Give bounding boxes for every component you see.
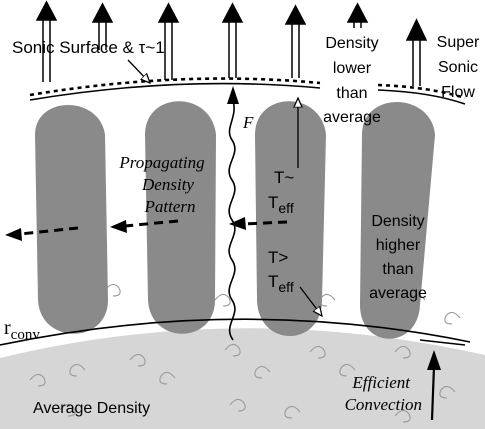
svg-text:lower: lower: [333, 60, 372, 77]
plume-2: [145, 101, 216, 334]
plume-4: [360, 101, 435, 339]
propagation-arrowheads: [5, 217, 246, 241]
t-approx-label: T~ Teff: [268, 168, 294, 216]
sonic-surface-line-right: [377, 89, 466, 105]
svg-text:Density: Density: [141, 175, 194, 194]
svg-text:Sonic: Sonic: [438, 59, 478, 76]
sonic-surface-dashes: [29, 77, 321, 97]
propagating-label: Propagating Density Pattern: [118, 153, 204, 216]
svg-text:higher: higher: [376, 237, 421, 254]
flux-label: F: [242, 113, 254, 132]
teff-pointer-down: [299, 286, 322, 316]
outflow-arrows: [35, 0, 428, 86]
average-density-label: Average Density: [33, 400, 150, 417]
convection-arrow: [430, 365, 436, 421]
sonic-surface-label: Sonic Surface & τ~1: [12, 38, 165, 57]
svg-text:average: average: [323, 109, 381, 126]
svg-text:T>: T>: [268, 248, 288, 267]
sonic-surface-line: [29, 82, 321, 101]
outflow-arrow-2: [91, 2, 114, 50]
svg-text:Super: Super: [437, 34, 480, 51]
svg-text:Pattern: Pattern: [144, 197, 196, 216]
svg-text:Efficient: Efficient: [351, 373, 411, 392]
density-lower-label: Density lower than average: [323, 35, 381, 126]
svg-text:than: than: [382, 261, 413, 278]
r-conv-boundary-tick: [419, 339, 466, 346]
flux-arrowhead: [227, 86, 239, 104]
svg-text:Teff: Teff: [268, 272, 294, 295]
convection-zone: [0, 328, 485, 429]
outflow-arrow-6: [346, 2, 369, 28]
flux-squiggle: [228, 99, 236, 341]
svg-text:Density: Density: [325, 35, 378, 52]
plume-3: [255, 101, 326, 336]
r-conv-boundary: [0, 318, 471, 346]
svg-text:Teff: Teff: [268, 193, 294, 216]
svg-text:Convection: Convection: [345, 395, 422, 414]
svg-text:than: than: [336, 85, 367, 102]
super-sonic-label: Super Sonic Flow: [437, 34, 480, 101]
r-conv-label: rconv: [4, 317, 40, 343]
outflow-arrow-4: [221, 2, 244, 78]
density-plumes: [35, 101, 435, 339]
outflow-arrow-3: [157, 2, 180, 80]
efficient-convection-label: Efficient Convection: [345, 373, 422, 414]
outflow-arrow-5: [284, 4, 307, 78]
propagation-arrows: [19, 219, 288, 236]
sonic-surface-dashes-right: [377, 83, 466, 100]
svg-text:Flow: Flow: [441, 84, 475, 101]
outflow-arrow-1: [35, 0, 58, 82]
svg-text:Density: Density: [371, 213, 424, 230]
density-higher-label: Density higher than average: [369, 213, 427, 302]
svg-text:Propagating: Propagating: [118, 153, 204, 172]
svg-text:T~: T~: [274, 168, 294, 187]
t-greater-label: T> Teff: [268, 248, 294, 295]
convection-arrowhead: [427, 350, 441, 370]
outflow-arrow-7: [405, 18, 428, 86]
plume-1: [35, 105, 108, 334]
sonic-pointer: [127, 59, 150, 83]
svg-text:average: average: [369, 285, 427, 302]
